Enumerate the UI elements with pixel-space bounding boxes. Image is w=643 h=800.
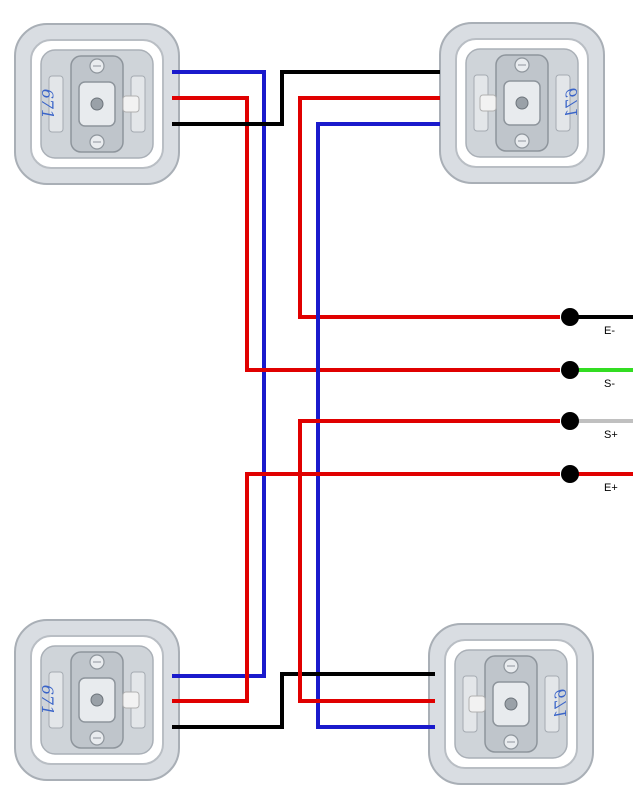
load-cell-marking: 671 bbox=[551, 689, 570, 720]
wire-tl-blue bbox=[172, 70, 266, 678]
load-cell-marking: 671 bbox=[38, 89, 57, 120]
load-cell-top-right: 671 bbox=[439, 22, 605, 184]
load-cell-bottom-left: 671 bbox=[14, 619, 180, 781]
load-cell-bottom-right: 671 bbox=[428, 623, 594, 785]
terminal-splus: S+ bbox=[561, 412, 633, 441]
terminal-dot bbox=[561, 412, 579, 430]
wire-tl-red bbox=[172, 96, 560, 372]
terminal-label: S+ bbox=[604, 429, 618, 441]
terminal-label: S- bbox=[604, 378, 615, 390]
terminal-label: E- bbox=[604, 325, 615, 337]
terminal-dot bbox=[561, 465, 579, 483]
wire-bl-red bbox=[172, 472, 560, 703]
terminal-label: E+ bbox=[604, 482, 618, 494]
terminal-dot bbox=[561, 361, 579, 379]
terminal-eplus: E+ bbox=[561, 465, 633, 494]
wire-br-red bbox=[298, 419, 560, 703]
wire-tl-black bbox=[172, 70, 440, 126]
terminal-eminus: E- bbox=[561, 308, 633, 337]
wire-tr-red bbox=[298, 96, 560, 319]
load-cell-top-left: 671 bbox=[14, 23, 180, 185]
wire-bl-black bbox=[172, 672, 435, 729]
load-cell-marking: 671 bbox=[38, 685, 57, 716]
terminal-dot bbox=[561, 308, 579, 326]
wire-tr-blue bbox=[316, 122, 440, 729]
load-cell-marking: 671 bbox=[562, 88, 581, 119]
terminal-sminus: S- bbox=[561, 361, 633, 390]
